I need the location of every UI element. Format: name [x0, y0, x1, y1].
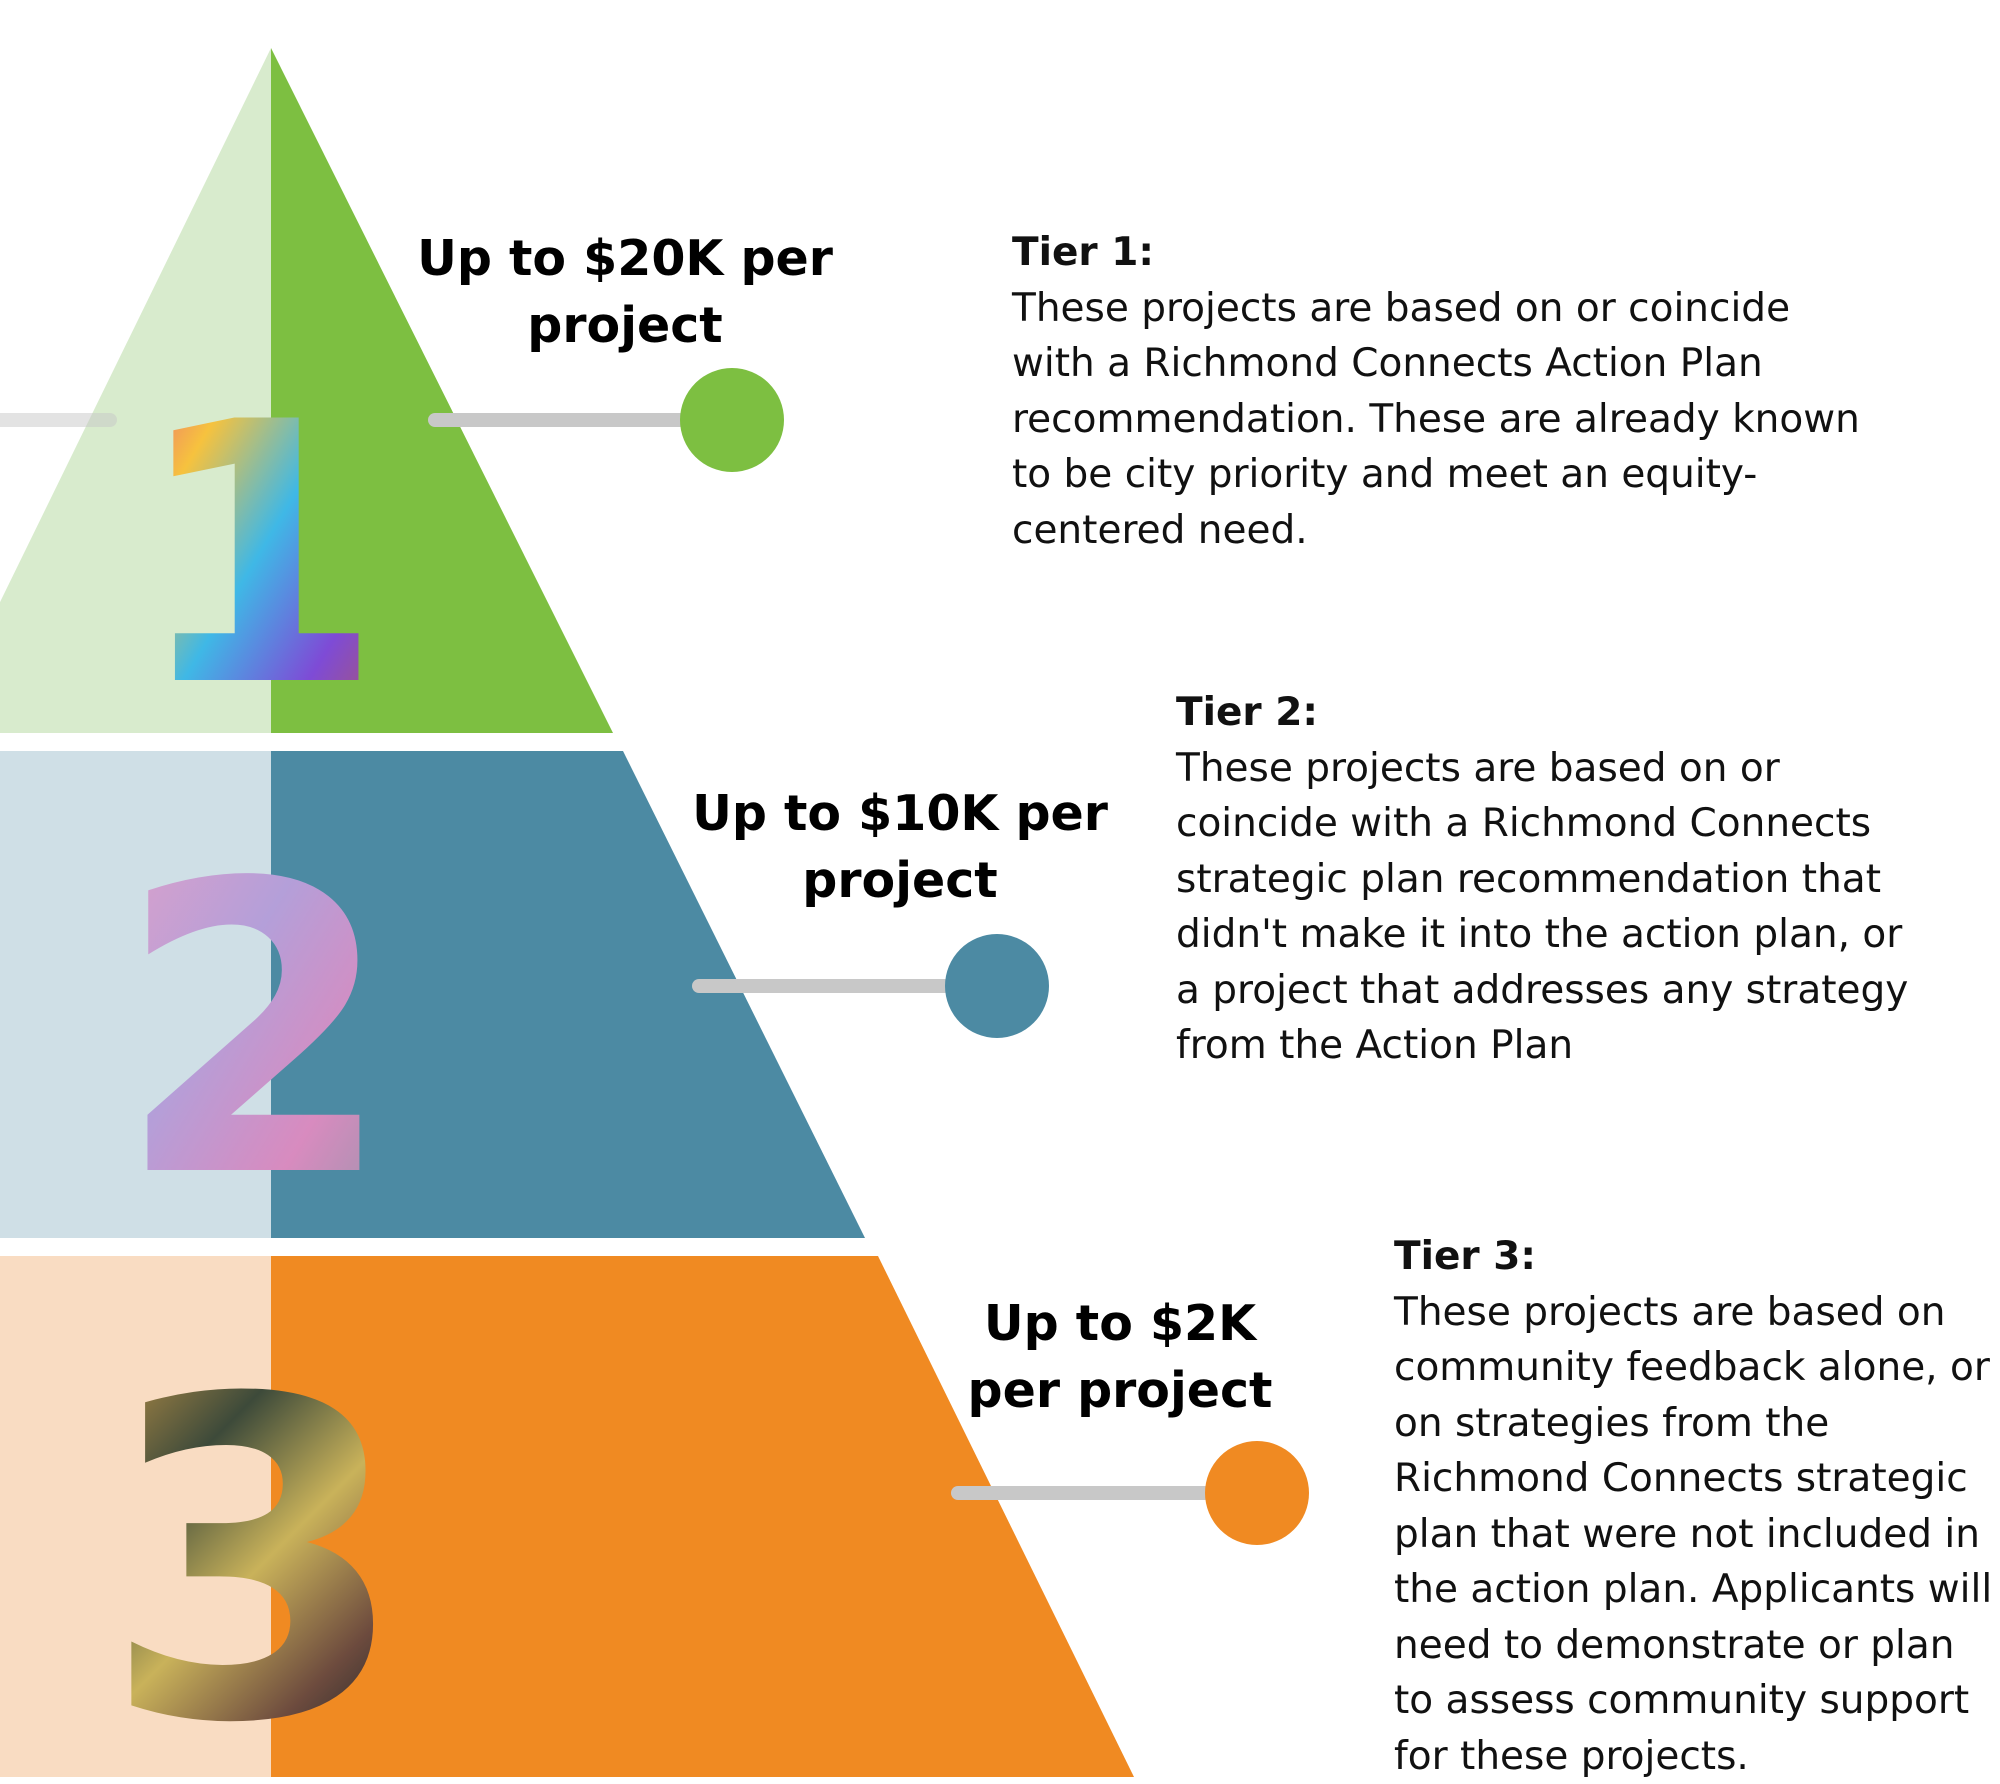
tier-2-connector-dot — [945, 934, 1049, 1038]
tier-2-title: Tier 2: — [1176, 685, 1976, 741]
tier-2-description: These projects are based on or coincide … — [1176, 741, 1976, 1074]
tier-1-description-block: Tier 1: These projects are based on or c… — [1012, 225, 1942, 558]
tier-3-description-block: Tier 3: These projects are based on comm… — [1394, 1229, 1994, 1784]
tier-3-amount: Up to $2K per project — [930, 1290, 1310, 1424]
tier-2-description-block: Tier 2: These projects are based on or c… — [1176, 685, 1976, 1074]
tier-3-numeral: 3 — [102, 1307, 408, 1777]
tier-1-amount: Up to $20K per project — [405, 225, 845, 359]
tier-3-title: Tier 3: — [1394, 1229, 1994, 1285]
tier-1-description: These projects are based on or coincide … — [1012, 281, 1942, 559]
tier-2-numeral: 2 — [116, 800, 394, 1265]
tier-1-title: Tier 1: — [1012, 225, 1942, 281]
tier-3-description: These projects are based on community fe… — [1394, 1285, 1994, 1784]
tier-3-connector-dot — [1205, 1441, 1309, 1545]
tier-2-amount: Up to $10K per project — [690, 780, 1110, 914]
tier-1-numeral: 1 — [133, 346, 384, 765]
tier-1-connector-dot — [680, 368, 784, 472]
